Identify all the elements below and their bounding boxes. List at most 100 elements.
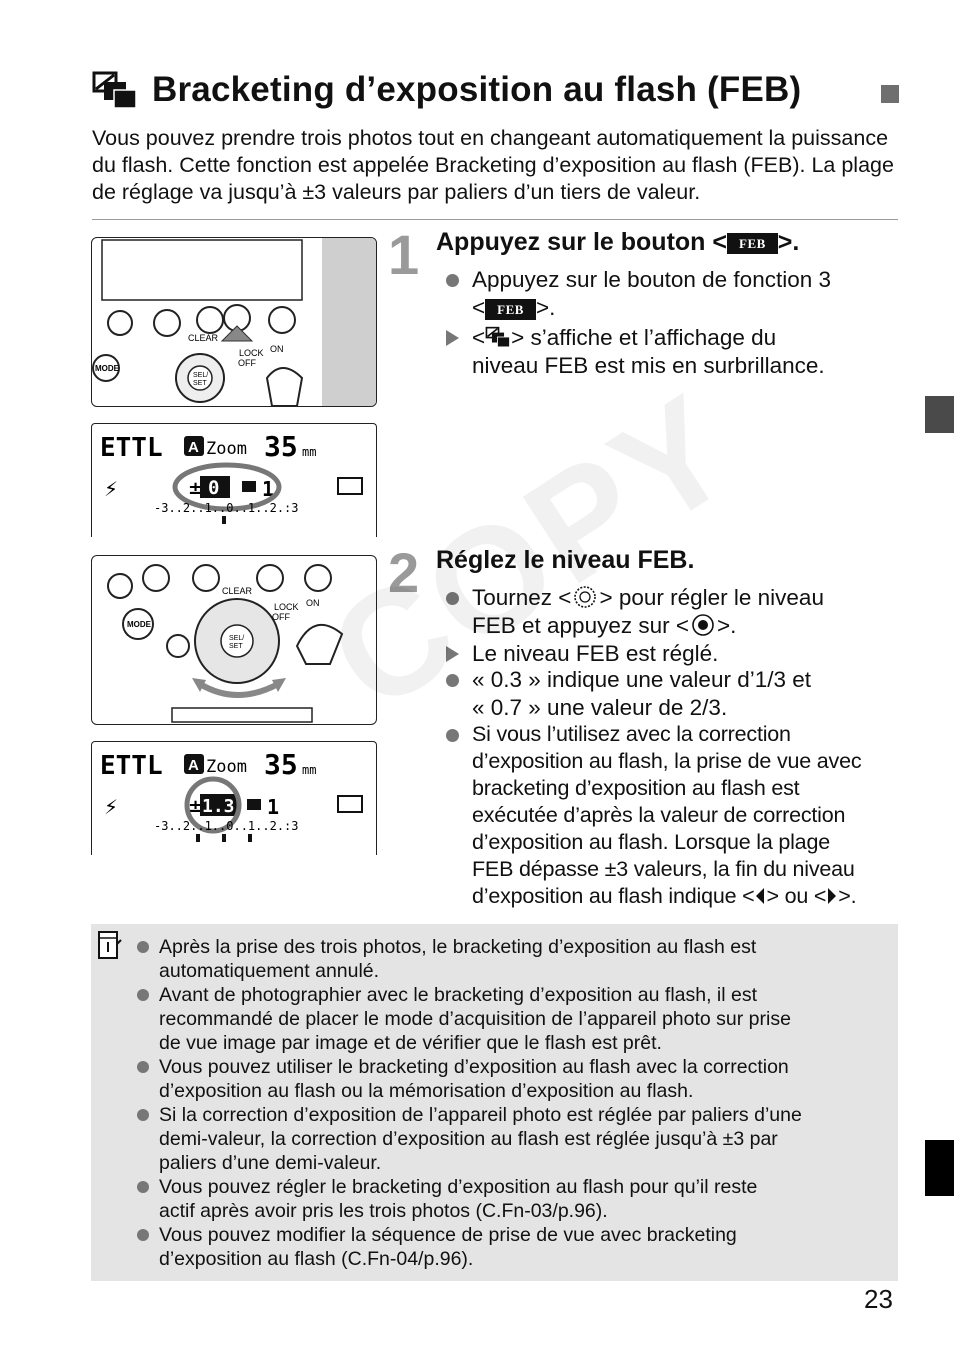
lock-label: LOCK	[274, 602, 299, 612]
ettl-label: ETTL	[100, 433, 163, 463]
zoom-label: Zoom	[206, 757, 247, 777]
note-item: Vous pouvez régler le bracketing d’expos…	[137, 1175, 889, 1223]
feb-count: 1	[267, 795, 279, 819]
bullet-dot-icon	[442, 584, 462, 612]
result-arrow-icon	[442, 324, 462, 353]
memo-icon	[97, 930, 123, 965]
step1-b1-post: >.	[535, 295, 556, 320]
note-item: Après la prise des trois photos, le brac…	[137, 935, 889, 983]
feb-value: 1.3	[202, 796, 235, 817]
step2-b4-last-line: d’exposition au flash indique <> ou <>.	[472, 883, 912, 910]
result-arrow-icon	[442, 640, 462, 669]
flash-unit-figure-1: CLEAR LOCK OFF ON MODE SEL/ SET	[91, 237, 377, 407]
flash-level-icon: ⚡	[104, 795, 118, 819]
step2-b4-line: d’exposition au flash, la prise de vue a…	[472, 749, 862, 773]
sel-label: SEL/	[193, 372, 208, 379]
ettl-label: ETTL	[100, 751, 163, 781]
dial-icon	[574, 586, 597, 608]
note-item: Avant de photographier avec le bracketin…	[137, 983, 889, 1055]
step1-b2-line1: < > s’affiche et l’affichage du	[472, 324, 902, 352]
set-label: SET	[193, 380, 207, 387]
step1-heading: Appuyez sur le bouton <FEB>.	[436, 228, 799, 257]
intro-paragraph: Vous pouvez prendre trois photos tout en…	[92, 126, 894, 204]
right-end-icon	[828, 888, 837, 904]
feb-icon	[92, 70, 138, 110]
step-number-2: 2	[388, 541, 420, 604]
feb-sign: ±	[188, 796, 203, 817]
step2-b4-line: Si vous l’utilisez avec la correction	[472, 722, 791, 746]
step2-bullet-3: « 0.3 » indique une valeur d’1/3 et « 0.…	[445, 666, 902, 722]
step1-heading-post: >.	[777, 228, 800, 256]
step2-b3-line1: « 0.3 » indique une valeur d’1/3 et	[472, 667, 812, 692]
step1-b1-pre: <	[472, 295, 486, 320]
step2-b1-line2: FEB et appuyez sur < >.	[472, 612, 902, 640]
step2-b4-line: exécutée d’après la valeur de correction	[472, 803, 846, 827]
step2-b1-line2-pre: FEB et appuyez sur <	[472, 613, 689, 638]
mode-label: MODE	[95, 364, 120, 373]
page-title-row: Bracketing d’exposition au flash (FEB)	[92, 66, 912, 114]
step1-b1-line2: <FEB>.	[472, 294, 902, 322]
step2-b1-line1: Tournez <> pour régler le niveau	[472, 584, 902, 612]
section-tab-marker	[925, 1140, 954, 1196]
step2-b4-last-pre: d’exposition au flash indique <	[472, 884, 755, 908]
feb-scale: -3..2..1..0..1..2.:3	[154, 501, 299, 515]
step2-b2-text: Le niveau FEB est réglé.	[472, 641, 719, 666]
lcd-panel-2: ETTL A Zoom 35 mm ⚡ ± 1.3 1 -3..2..1..0.…	[91, 741, 377, 855]
note-item: Vous pouvez modifier la séquence de pris…	[137, 1223, 889, 1271]
focal-length: 35	[264, 430, 298, 463]
off-label: OFF	[238, 358, 256, 368]
zoom-label: Zoom	[206, 439, 247, 459]
note-item: Si la correction d’exposition de l’appar…	[137, 1103, 889, 1175]
mm-label: mm	[302, 763, 316, 777]
focal-length: 35	[264, 748, 298, 781]
off-label: OFF	[272, 612, 290, 622]
feb-sign: ±	[188, 478, 203, 499]
step2-bullet-1: Tournez <> pour régler le niveau FEB et …	[445, 584, 902, 640]
feb-value: 0	[208, 477, 219, 499]
bullet-dot-icon	[442, 266, 462, 294]
step1-b2-line2: niveau FEB est mis en surbrillance.	[472, 353, 825, 378]
on-label: ON	[270, 344, 284, 354]
step2-bullet-4: Si vous l’utilisez avec la correction d’…	[445, 721, 912, 910]
notes-box: Après la prise des trois photos, le brac…	[91, 924, 898, 1281]
step2-bullet-2: Le niveau FEB est réglé.	[445, 640, 902, 668]
feb-button-icon: FEB	[727, 232, 778, 254]
left-end-icon	[756, 888, 765, 904]
clear-label: CLEAR	[188, 333, 219, 343]
step1-b2-pre: <	[472, 325, 486, 350]
bullet-dot-icon	[442, 666, 462, 694]
title-square-icon	[881, 85, 899, 103]
lock-label: LOCK	[239, 348, 264, 358]
zoom-mode-label: A	[188, 757, 199, 774]
step2-b4-line: FEB dépasse ±3 valeurs, la fin du niveau	[472, 857, 855, 881]
feb-icon-inline	[485, 326, 511, 348]
chapter-tab-marker	[925, 396, 954, 433]
feb-scale: -3..2..1..0..1..2.:3	[154, 819, 299, 833]
page-title: Bracketing d’exposition au flash (FEB)	[152, 70, 802, 109]
step2-b4-last-mid: > ou <	[766, 884, 827, 908]
feb-button-icon: FEB	[485, 298, 536, 320]
flash-level-icon: ⚡	[104, 477, 118, 501]
on-label: ON	[306, 598, 320, 608]
mode-label: MODE	[127, 620, 152, 629]
divider	[92, 219, 898, 220]
step2-b4-line: d’exposition au flash. Lorsque la plage	[472, 830, 830, 854]
step1-b2-post: > s’affiche et l’affichage du	[511, 325, 777, 350]
step2-heading: Réglez le niveau FEB.	[436, 546, 695, 574]
step1-b1-line1: Appuyez sur le bouton de fonction 3	[472, 267, 832, 292]
step1-bullet-1: Appuyez sur le bouton de fonction 3 <FEB…	[445, 266, 902, 322]
step1-heading-pre: Appuyez sur le bouton <	[436, 228, 727, 256]
mm-label: mm	[302, 445, 316, 459]
lcd-panel-1: ETTL A Zoom 35 mm ⚡ ± 0 1 -3..2..1..0..1…	[91, 423, 377, 537]
step2-b1-post: > pour régler le niveau	[599, 585, 824, 610]
zoom-mode-label: A	[188, 439, 199, 456]
feb-count: 1	[262, 477, 274, 501]
step1-bullet-2: < > s’affiche et l’affichage du niveau FE…	[445, 324, 902, 380]
bullet-dot-icon	[442, 721, 462, 749]
step2-b1-line2-post: >.	[717, 613, 737, 638]
step-number-1: 1	[388, 223, 420, 286]
set-label: SET	[229, 643, 243, 650]
page-number: 23	[864, 1284, 893, 1314]
clear-label: CLEAR	[222, 586, 253, 596]
set-button-icon	[692, 614, 714, 636]
